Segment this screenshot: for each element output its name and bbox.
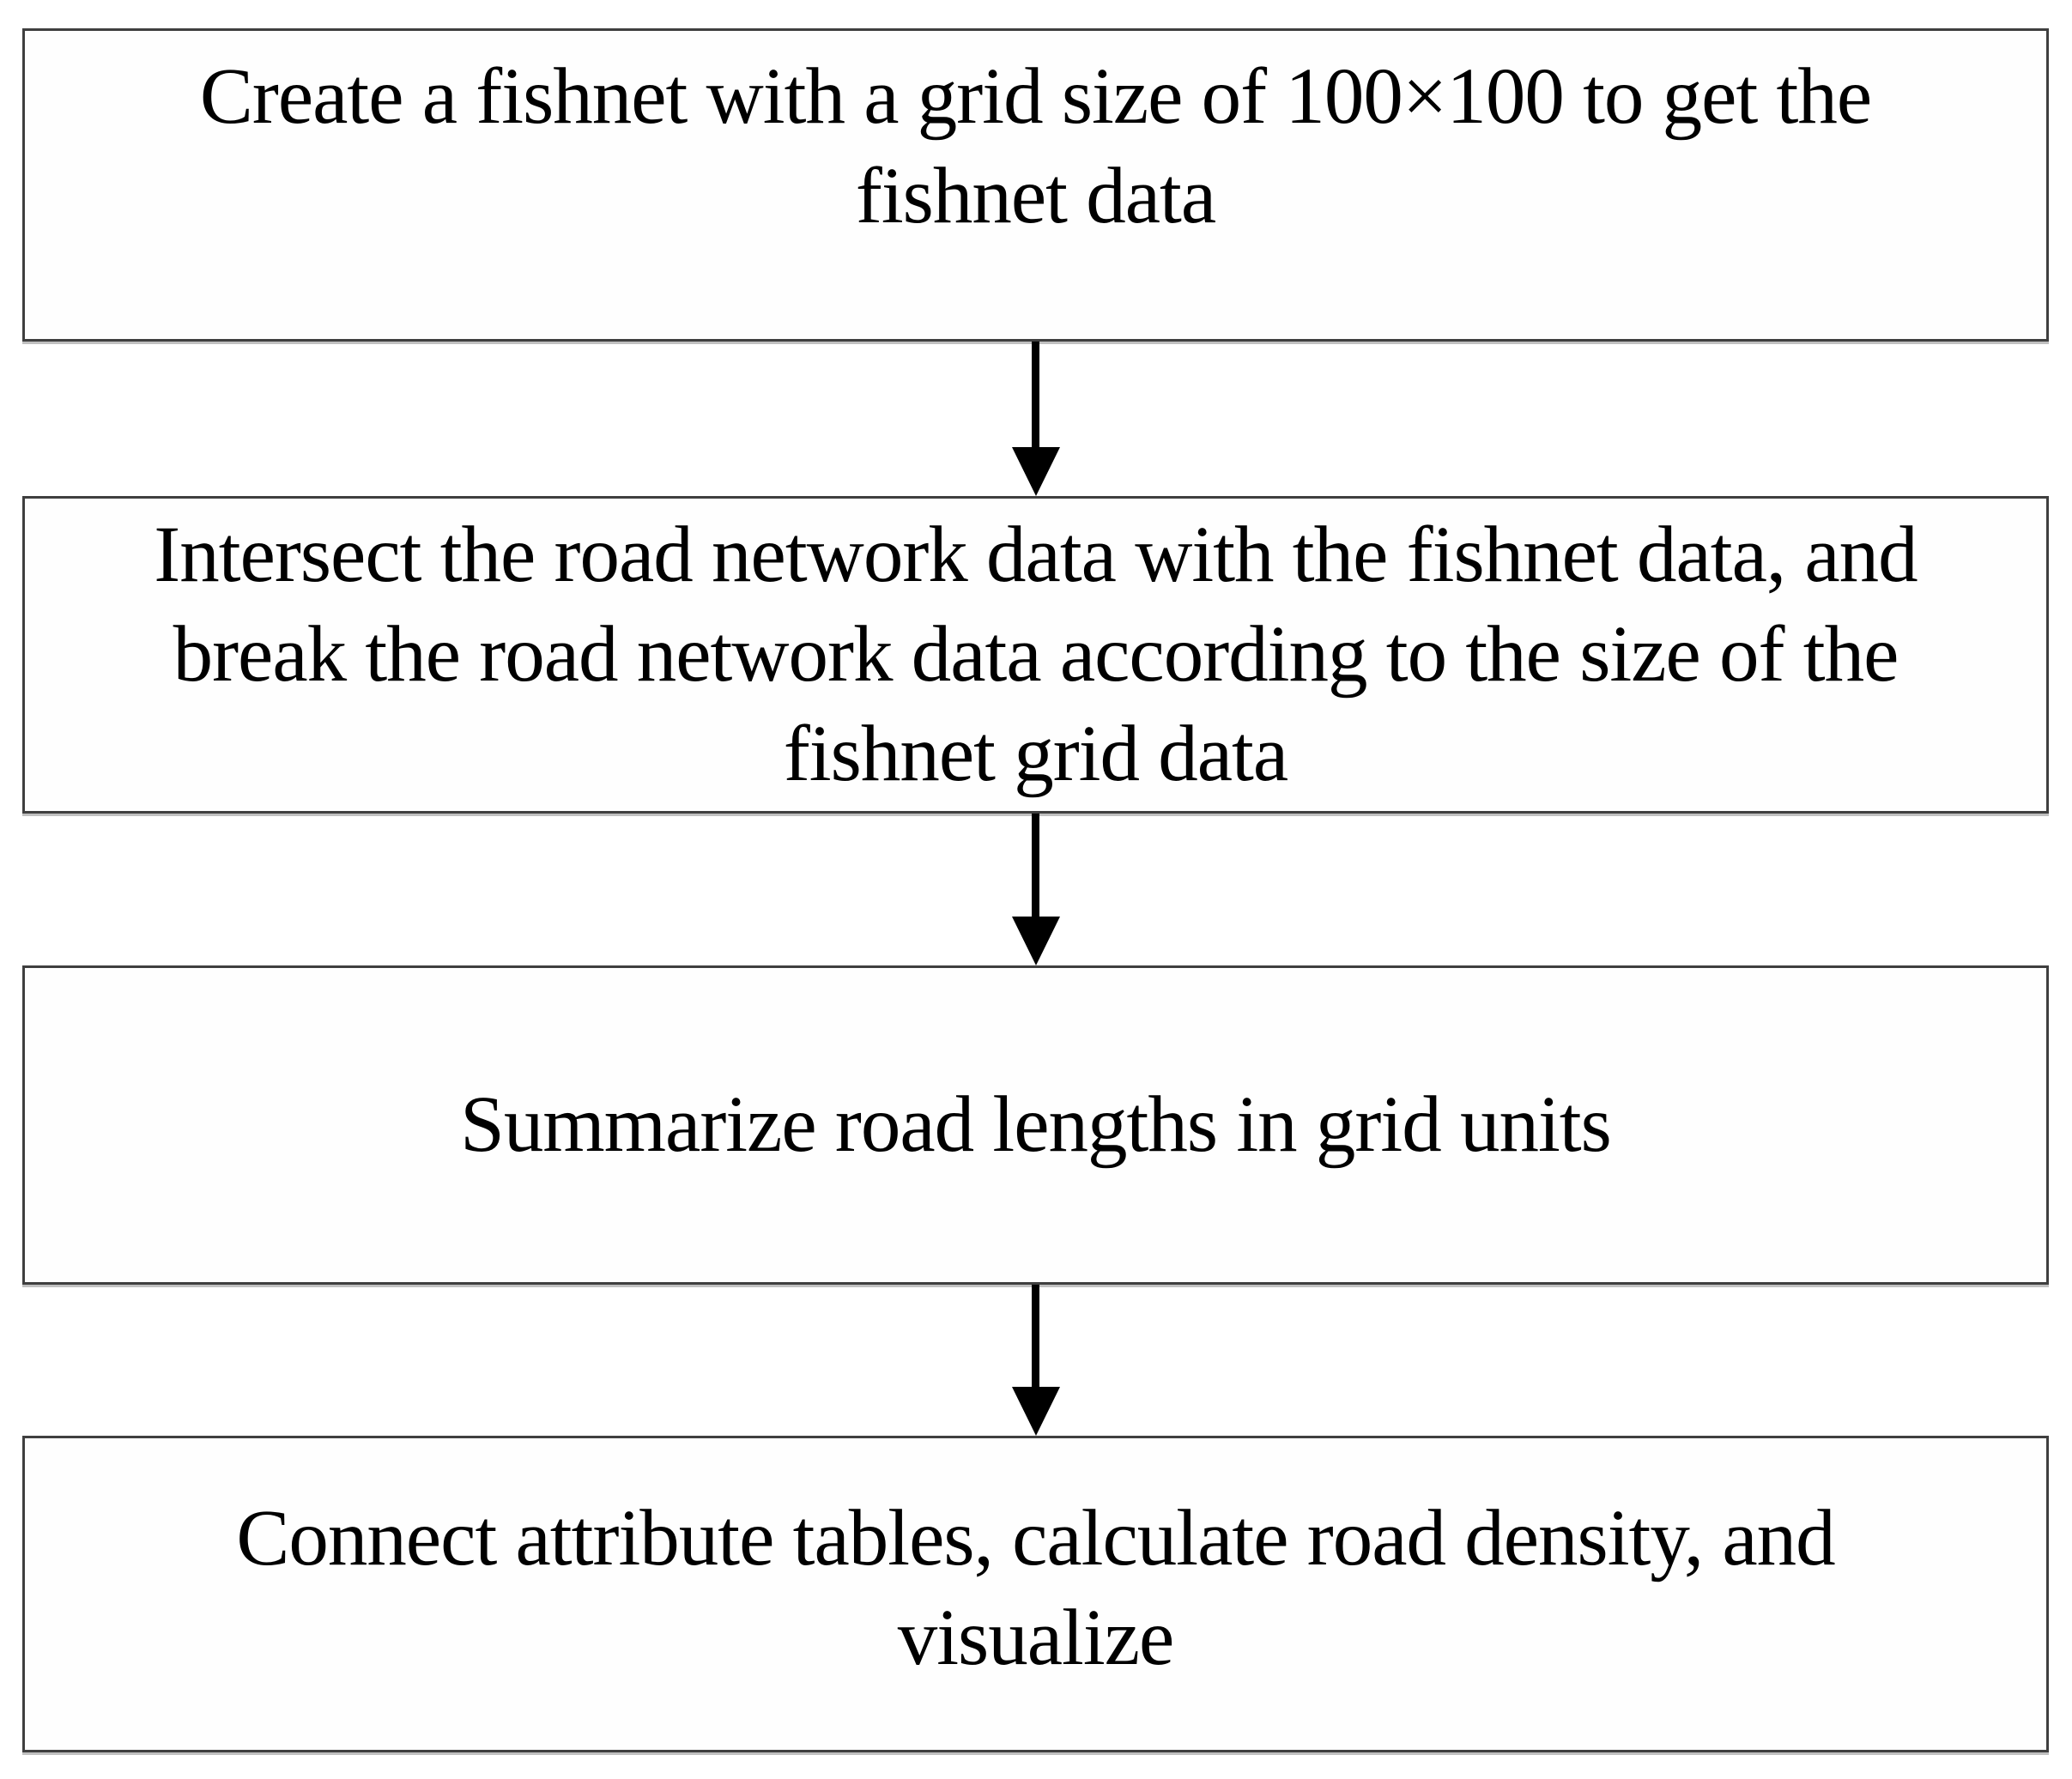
down-arrow [1010,1285,1062,1436]
step-text: Intersect the road network data with the… [154,505,1918,804]
flowchart-step-summarize-road-lengths: Summarize road lengths in grid units [22,965,2049,1285]
step-text: Connect attribute tables, calculate road… [236,1489,1835,1688]
arrow-head-icon [1011,1387,1060,1436]
step-text-line: visualize [897,1593,1175,1682]
step-text-line: fishnet data [855,151,1216,240]
arrow-stem [1032,814,1039,917]
step-text-line: Intersect the road network data with the… [154,511,1918,599]
step-text: Create a fishnet with a grid size of 100… [199,47,1872,246]
step-text-line: Summarize road lengths in grid units [460,1080,1612,1169]
arrow-head-icon [1011,447,1060,496]
flowchart-step-intersect-road-network: Intersect the road network data with the… [22,496,2049,814]
arrow-head-icon [1011,917,1060,965]
arrow-stem [1032,342,1039,447]
down-arrow [1010,814,1062,965]
step-text-line: Create a fishnet with a grid size of 100… [199,51,1872,141]
flowchart-step-create-fishnet: Create a fishnet with a grid size of 100… [22,28,2049,342]
flowchart-step-connect-attribute-tables: Connect attribute tables, calculate road… [22,1436,2049,1752]
step-text-line: fishnet grid data [783,710,1288,798]
flowchart: Create a fishnet with a grid size of 100… [22,28,2049,1752]
step-text-line: break the road network data according to… [173,610,1899,699]
step-text-line: Connect attribute tables, calculate road… [236,1493,1835,1582]
down-arrow [1010,342,1062,496]
arrow-stem [1032,1285,1039,1387]
step-text: Summarize road lengths in grid units [460,1075,1612,1175]
